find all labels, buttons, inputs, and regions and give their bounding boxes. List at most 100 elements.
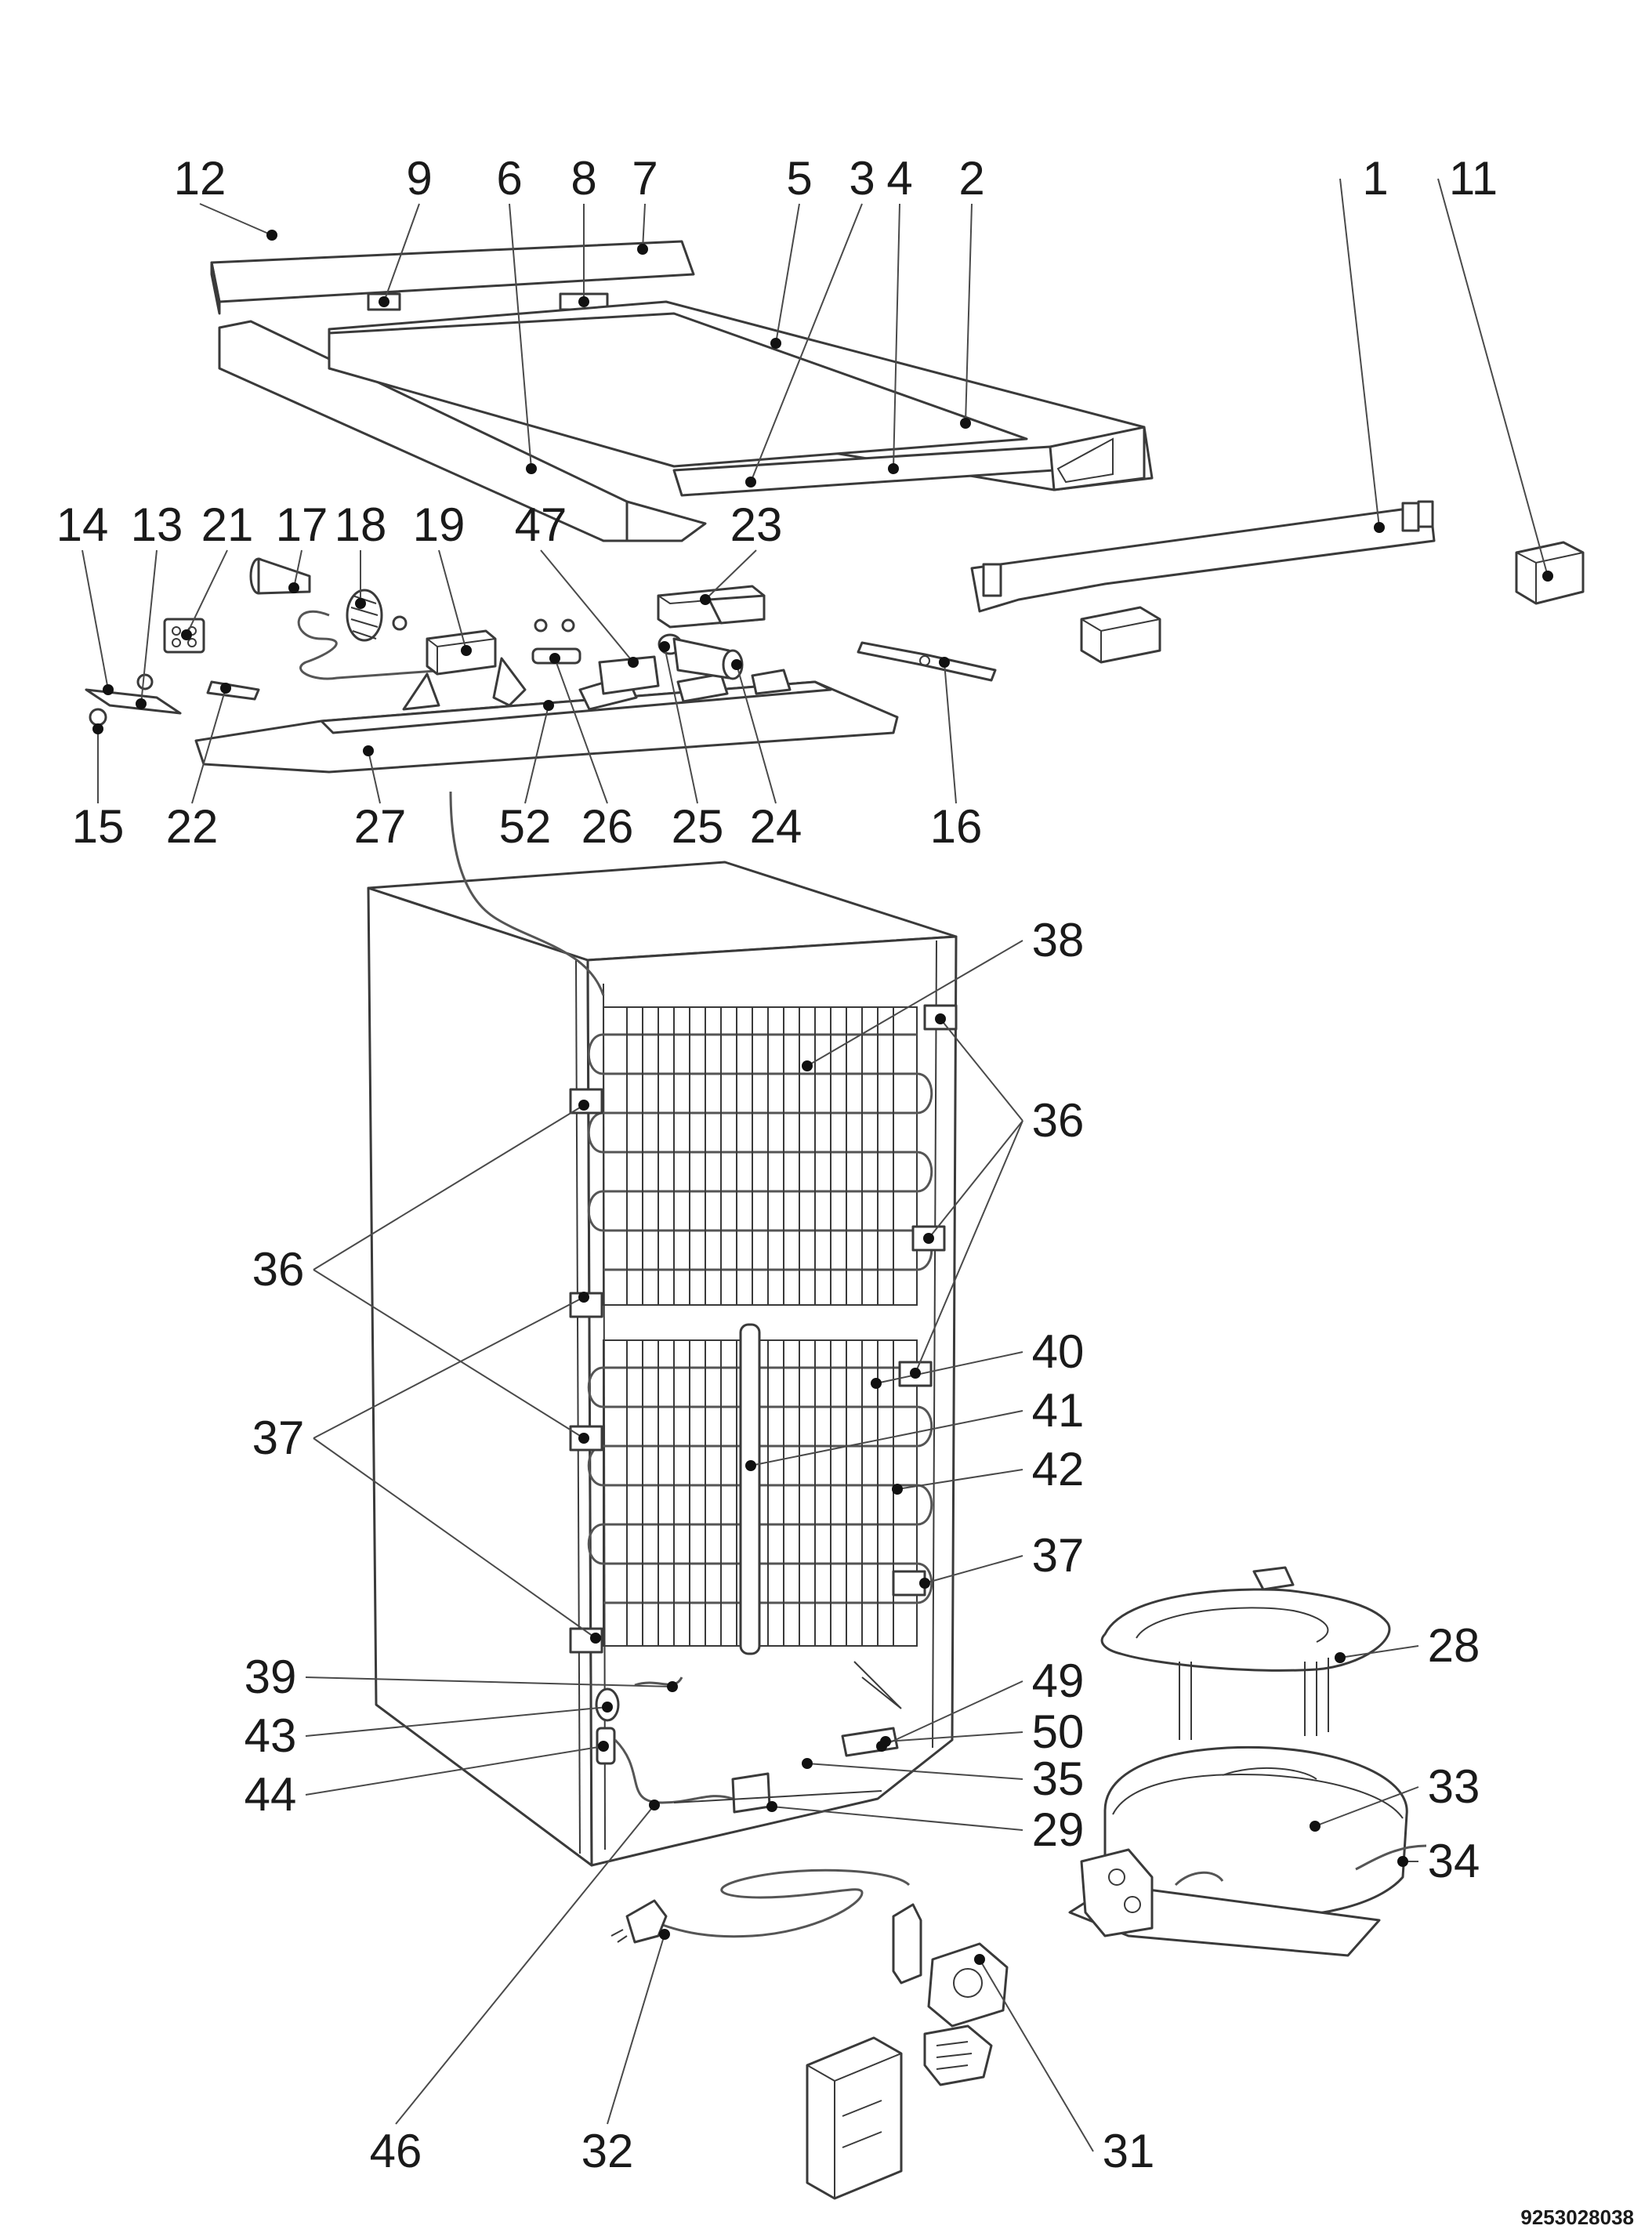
leader-line-c29-0 (771, 1806, 1023, 1831)
callout-label-c29: 29 (1032, 1803, 1085, 1856)
callout-label-c50: 50 (1032, 1705, 1085, 1758)
leader-line-c44-0 (305, 1745, 604, 1796)
anchor-dot-c27-0 (363, 745, 374, 756)
callout-label-c37l: 37 (252, 1412, 305, 1464)
relay-body (927, 1942, 1009, 2028)
callout-label-c2: 2 (958, 152, 984, 205)
callout-label-c18: 18 (335, 498, 387, 551)
top-cable (449, 791, 605, 996)
anchor-dot-c37l-0 (578, 1292, 589, 1303)
foam-block (1080, 606, 1161, 664)
callout-label-c19: 19 (413, 498, 466, 551)
callout-label-c11: 11 (1449, 152, 1498, 205)
callout-label-c24: 24 (750, 800, 802, 853)
callout-label-c1: 1 (1362, 152, 1388, 205)
callout-label-c6: 6 (496, 152, 522, 205)
callout-label-c47: 47 (515, 498, 567, 551)
anchor-dot-c40-0 (871, 1378, 882, 1389)
leader-line-c6-0 (509, 203, 532, 469)
leader-line-c24-0 (736, 664, 777, 804)
leader-line-c50-0 (885, 1731, 1023, 1742)
callout-label-c16: 16 (930, 800, 983, 853)
anchor-dot-c44-0 (598, 1741, 609, 1752)
anchor-dot-c34-0 (1397, 1856, 1408, 1867)
leader-line-c40-0 (875, 1351, 1023, 1384)
leader-line-c22-0 (191, 687, 226, 804)
anchor-dot-c37l-1 (590, 1633, 601, 1644)
anchor-dot-c28-0 (1335, 1652, 1346, 1663)
anchor-dot-c29-0 (766, 1801, 777, 1812)
callout-label-c27: 27 (354, 800, 407, 853)
anchor-dot-c24-0 (731, 659, 742, 670)
leader-line-c37l-1 (313, 1437, 596, 1639)
anchor-dot-c15-0 (92, 723, 103, 734)
callout-label-c34: 34 (1428, 1835, 1480, 1887)
part-1-rear-rail (970, 500, 1436, 613)
top-cover-assembly (210, 240, 1154, 542)
callout-label-c8: 8 (571, 152, 596, 205)
callout-label-c39: 39 (245, 1651, 297, 1703)
callout-label-c28: 28 (1428, 1619, 1480, 1672)
anchor-dot-c35-0 (802, 1758, 813, 1769)
callout-label-c33: 33 (1428, 1760, 1480, 1813)
anchor-dot-c18-0 (355, 598, 366, 609)
cabinet-body (367, 791, 958, 1867)
document-number: 9253028038 (1520, 2206, 1634, 2229)
anchor-dot-c33-0 (1310, 1821, 1321, 1832)
leader-line-c9-0 (383, 203, 420, 303)
anchor-dot-c19-0 (461, 645, 472, 656)
part-16-bar (857, 641, 997, 682)
leader-line-c37r-0 (924, 1555, 1023, 1584)
anchor-dot-c36r-2 (910, 1368, 921, 1379)
anchor-dot-c22-0 (220, 683, 231, 694)
callout-label-c44: 44 (245, 1768, 297, 1821)
anchor-dot-c31-0 (974, 1954, 985, 1965)
leader-line-c33-0 (1314, 1786, 1419, 1827)
leader-line-c26-0 (554, 658, 608, 804)
anchor-dot-c32-0 (659, 1929, 670, 1940)
anchor-dot-c47-0 (628, 657, 639, 668)
anchor-dot-c42-0 (892, 1484, 903, 1495)
leader-line-c32-0 (607, 1934, 665, 2125)
part-7-rear-strip (210, 240, 695, 303)
callout-anchor-dots (92, 230, 1553, 1965)
anchor-dot-c36r-0 (935, 1013, 946, 1024)
callout-label-c9: 9 (406, 152, 432, 205)
leader-line-c16-0 (944, 661, 957, 804)
anchor-dot-c50-0 (880, 1736, 891, 1747)
anchor-dot-c46-0 (649, 1800, 660, 1810)
leader-line-c25-0 (664, 646, 698, 804)
callout-label-c32: 32 (581, 2125, 634, 2177)
leader-line-c38-0 (806, 940, 1023, 1067)
part-38-upper-condenser (587, 1006, 933, 1306)
callout-label-c13: 13 (131, 498, 183, 551)
callout-label-c31: 31 (1103, 2125, 1155, 2177)
leader-line-c36r-1 (928, 1120, 1023, 1239)
anchor-dot-c37r-0 (919, 1578, 930, 1589)
leader-line-c2-0 (965, 203, 973, 424)
callout-label-c52: 52 (499, 800, 552, 853)
anchor-dot-c3-0 (745, 477, 756, 488)
callout-label-c46: 46 (370, 2125, 422, 2177)
leader-line-c27-0 (368, 750, 381, 804)
callout-label-c23: 23 (730, 498, 783, 551)
part-13-hinge-plate (85, 688, 182, 715)
anchor-dot-c11-0 (1542, 571, 1553, 582)
callout-label-c14: 14 (56, 498, 109, 551)
anchor-dot-c39-0 (667, 1681, 678, 1692)
callout-label-c43: 43 (245, 1709, 297, 1762)
callout-label-c37r: 37 (1032, 1529, 1085, 1582)
part-2-top-panel (328, 312, 1028, 468)
callout-label-c49: 49 (1032, 1655, 1085, 1707)
part-28-compressor-tray (1100, 1566, 1391, 1740)
leader-line-c7-0 (642, 203, 646, 250)
anchor-dot-c41-0 (745, 1460, 756, 1471)
leader-line-c43-0 (305, 1706, 608, 1737)
leader-line-c36r-2 (915, 1120, 1023, 1374)
part-42-lower-condenser (587, 1323, 933, 1655)
leader-line-c14-0 (82, 549, 109, 690)
callout-label-c4: 4 (886, 152, 912, 205)
leader-line-c13-0 (140, 549, 158, 705)
